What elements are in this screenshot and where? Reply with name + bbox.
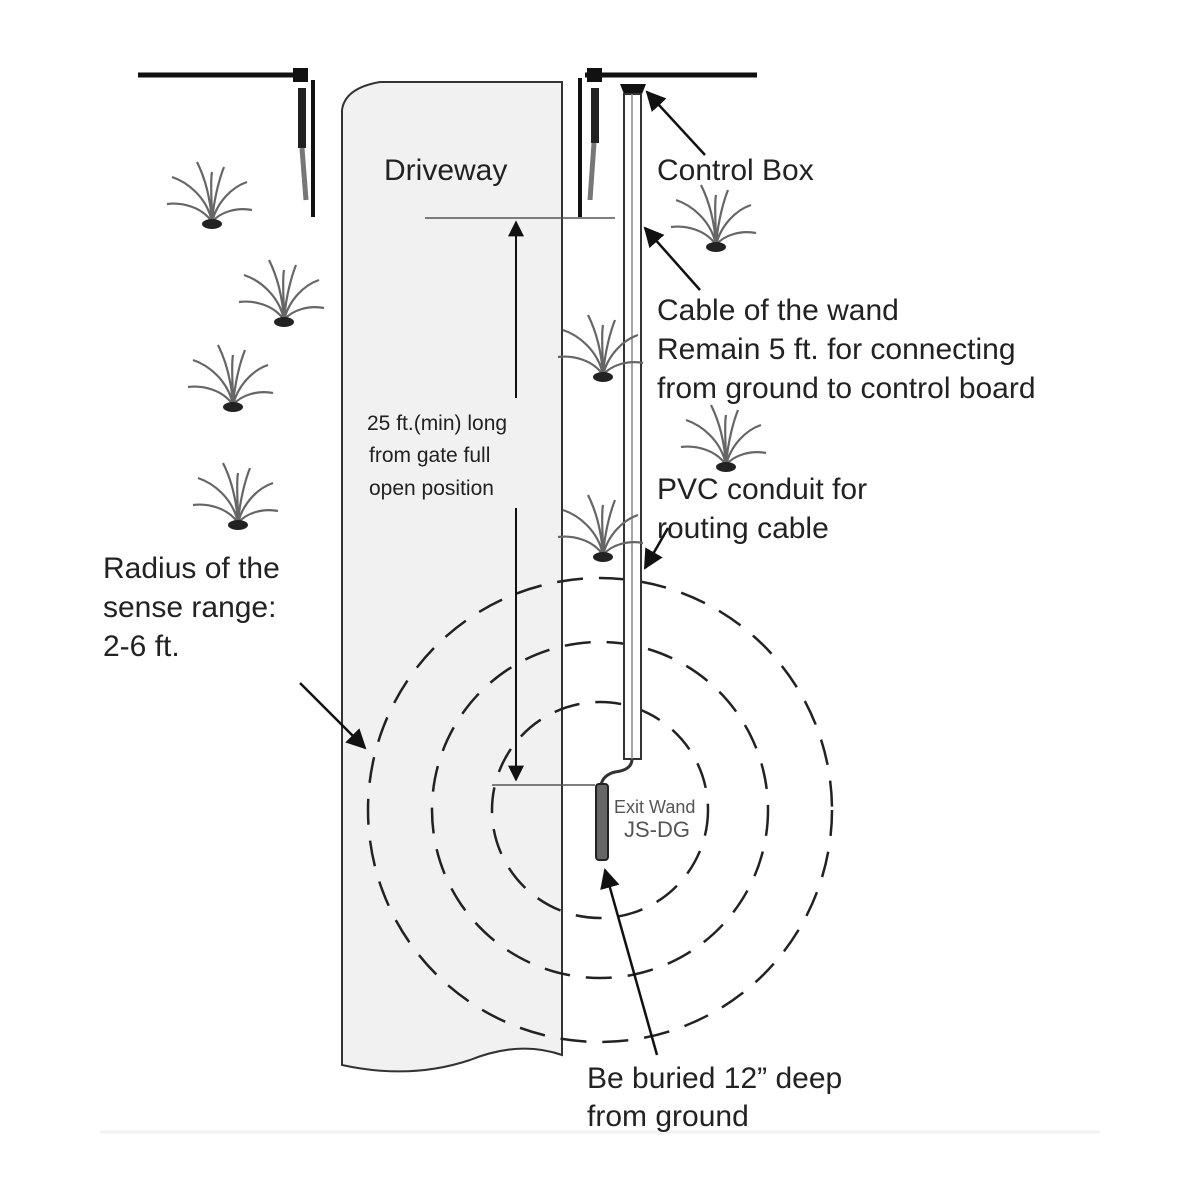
pvc-label-line2: routing cable [657,512,829,545]
length-label-line3: open position [369,477,494,500]
cable-label-line1: Cable of the wand [657,294,899,327]
buried-label-line2: from ground [587,1100,749,1133]
length-dimension [360,217,615,786]
pvc-label-line1: PVC conduit for [657,473,867,506]
pvc-conduit [599,93,642,786]
radius-label-line2: sense range: [103,591,276,624]
right-gate [578,68,757,217]
exit-wand [595,783,609,861]
driveway-shape [341,81,563,1073]
length-label-line1: 25 ft.(min) long [367,412,507,435]
cable-label-line3: from ground to control board [657,372,1036,405]
radius-label-line3: 2-6 ft. [103,630,180,663]
sense-range-circles [366,576,834,1044]
control-box-icon [620,84,646,94]
length-label-line2: from gate full [369,444,490,467]
control-box-label: Control Box [657,154,814,187]
radius-label-line1: Radius of the [103,552,280,585]
cable-label-line2: Remain 5 ft. for connecting [657,333,1016,366]
wand-label-line2: JS-DG [624,817,690,842]
wand-label-line1: Exit Wand [614,797,695,817]
callout-arrows [299,90,706,1056]
driveway-label: Driveway [384,154,507,187]
buried-label-line1: Be buried 12” deep [587,1062,842,1095]
left-gate [138,68,315,217]
